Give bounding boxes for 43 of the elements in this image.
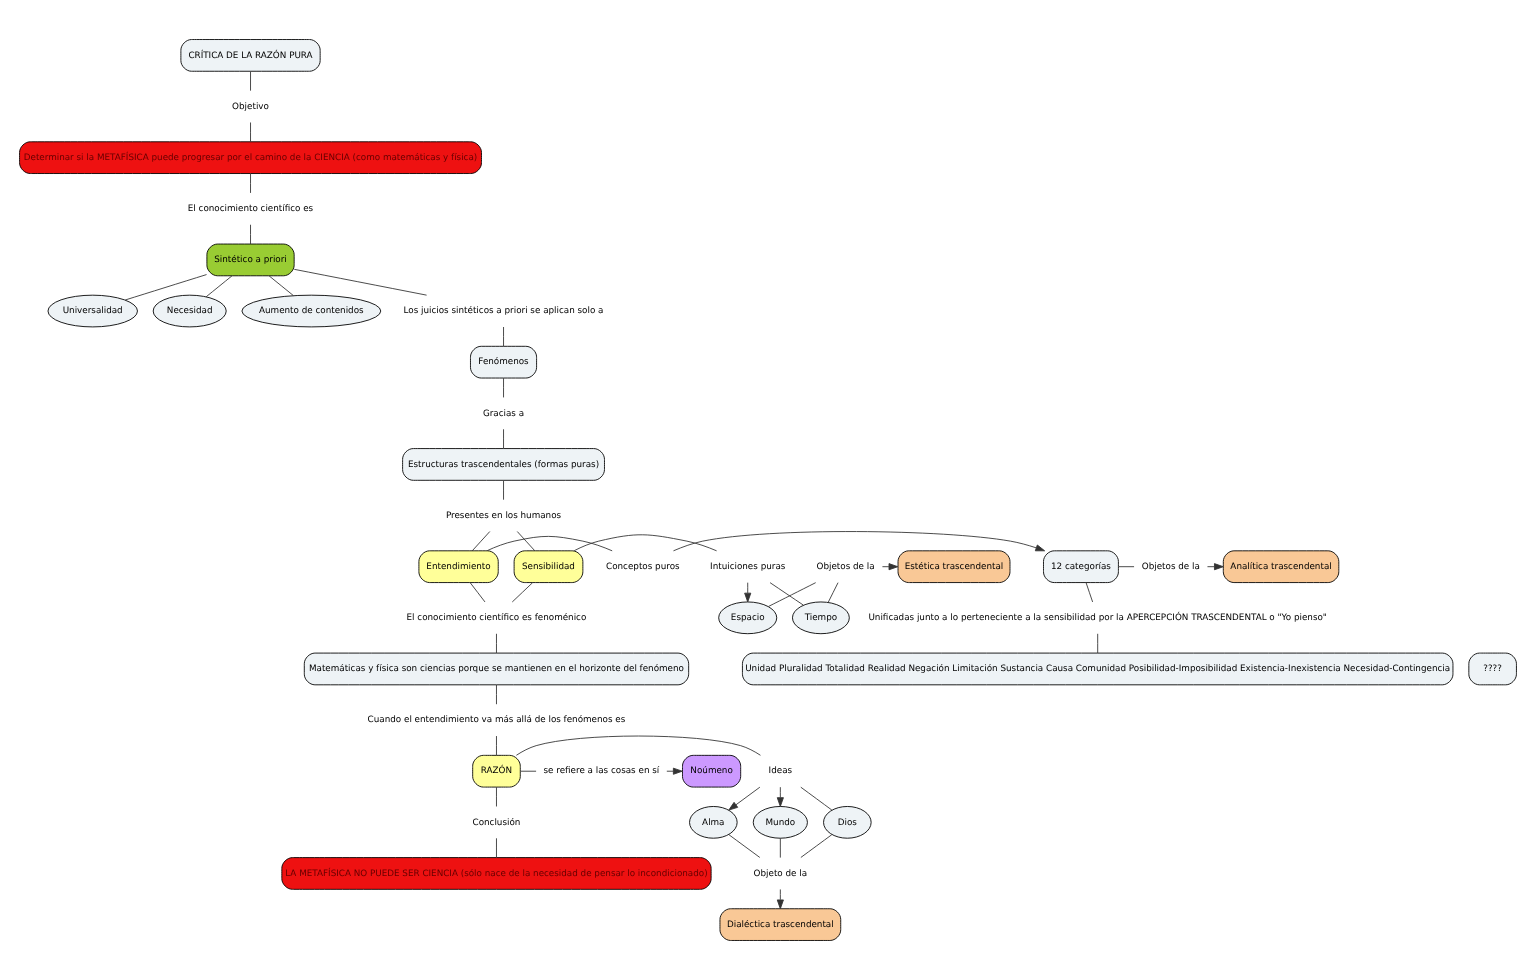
connector (205, 274, 233, 297)
connector (503, 325, 504, 346)
connector (520, 769, 537, 771)
connector (800, 785, 833, 810)
arrow (776, 888, 784, 909)
connector (800, 833, 833, 857)
connector (779, 836, 781, 858)
connector (250, 172, 251, 193)
connector (496, 785, 497, 806)
connector (768, 581, 817, 606)
connector (1097, 632, 1099, 653)
connector (769, 581, 804, 605)
connector (250, 223, 251, 244)
connector (496, 734, 497, 755)
connector (1085, 581, 1094, 602)
arrow (776, 785, 784, 806)
connector (293, 267, 427, 295)
connector (250, 121, 251, 142)
connector (496, 836, 497, 858)
arrow (744, 581, 752, 602)
connector (486, 534, 613, 551)
connector (250, 69, 251, 91)
connector (516, 530, 536, 551)
connector (469, 581, 486, 602)
connector (496, 683, 497, 704)
connector (728, 833, 761, 857)
connector (503, 376, 504, 397)
arrow (666, 766, 683, 774)
connector (471, 530, 491, 551)
connector (268, 274, 294, 295)
connector (515, 734, 761, 755)
arrow (1207, 562, 1224, 570)
connector (1118, 565, 1135, 567)
connector (827, 581, 839, 602)
connector (503, 427, 504, 448)
arrow (673, 530, 1046, 551)
connector (511, 581, 534, 602)
connector (503, 478, 504, 500)
connector (496, 632, 497, 653)
arrow (728, 785, 761, 810)
arrow (882, 562, 899, 570)
connector (573, 533, 718, 551)
connector (124, 273, 207, 300)
